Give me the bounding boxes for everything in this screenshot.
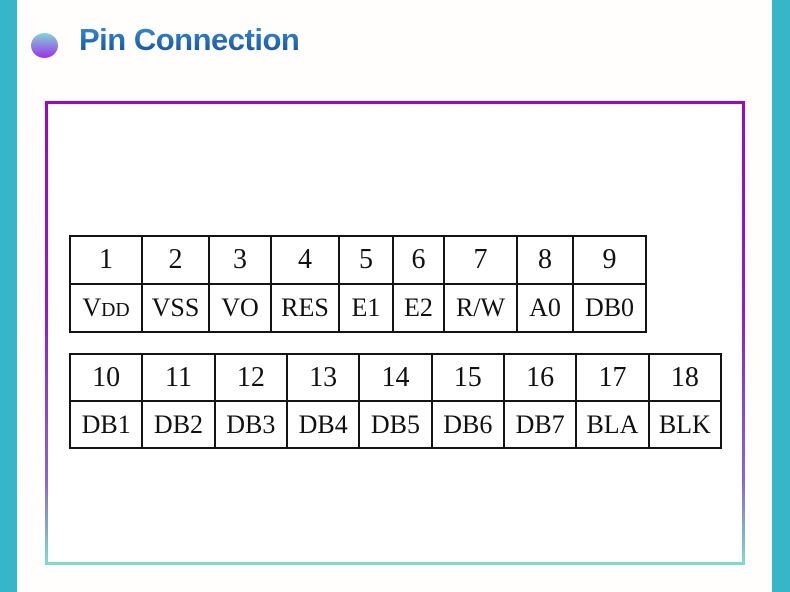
pin-label-cell: E2 (392, 283, 445, 333)
pin-label-cell: DB4 (285, 400, 361, 449)
pin-number-cell: 7 (443, 235, 518, 285)
left-edge-bar (0, 0, 17, 592)
pin-label-cell: DB0 (572, 283, 647, 333)
pin-table-10-18: 10 11 12 13 14 15 16 17 18 DB1 DB2 DB3 D… (68, 353, 723, 449)
pin-table-1-9: 1 2 3 4 5 6 7 8 9 VDD VSS VO RES E1 E2 R… (69, 235, 647, 333)
pin-number-cell: 8 (516, 235, 574, 285)
pin-label-cell: DB3 (213, 400, 288, 449)
pin-label-row: VDD VSS VO RES E1 E2 R/W A0 DB0 (69, 283, 647, 333)
pin-number-cell: 11 (141, 353, 216, 402)
pin-number-cell: 15 (430, 353, 505, 402)
pin-label-cell: VSS (141, 283, 210, 333)
pin-number-row: 10 11 12 13 14 15 16 17 18 (68, 353, 723, 402)
pin-number-cell: 5 (338, 235, 394, 285)
pin-label-cell: A0 (516, 283, 574, 333)
pin-number-cell: 2 (141, 235, 210, 285)
pin-label-cell-vdd: VDD (69, 283, 143, 333)
pin-label-cell: DB7 (502, 400, 578, 449)
pin-label-cell: DB2 (141, 400, 216, 449)
pin-label-cell: DB5 (358, 400, 433, 449)
page-title: Pin Connection (79, 22, 300, 57)
pin-number-cell: 12 (213, 353, 288, 402)
pin-number-cell: 17 (575, 353, 650, 402)
pin-label-cell: BLA (575, 400, 650, 449)
pin-number-cell: 1 (69, 235, 143, 285)
pin-label-cell: R/W (443, 283, 518, 333)
right-edge-bar (772, 0, 790, 592)
title-bullet-icon (31, 33, 58, 58)
pin-number-cell: 18 (647, 353, 723, 402)
pin-label-row: DB1 DB2 DB3 DB4 DB5 DB6 DB7 BLA BLK (68, 400, 723, 449)
pin-number-cell: 9 (572, 235, 647, 285)
pin-label-cell: DB6 (430, 400, 505, 449)
pin-number-cell: 4 (270, 235, 340, 285)
pin-number-cell: 13 (285, 353, 361, 402)
content-frame (45, 101, 745, 565)
pin-label-cell: DB1 (68, 400, 144, 449)
pin-number-cell: 3 (208, 235, 272, 285)
pin-number-cell: 14 (358, 353, 433, 402)
pin-number-cell: 16 (502, 353, 578, 402)
pin-number-row: 1 2 3 4 5 6 7 8 9 (69, 235, 647, 285)
pin-label-cell: RES (270, 283, 340, 333)
pin-number-cell: 6 (392, 235, 445, 285)
pin-label-cell: BLK (647, 400, 723, 449)
pin-label-cell: E1 (338, 283, 394, 333)
pin-number-cell: 10 (68, 353, 144, 402)
pin-label-cell: VO (208, 283, 272, 333)
